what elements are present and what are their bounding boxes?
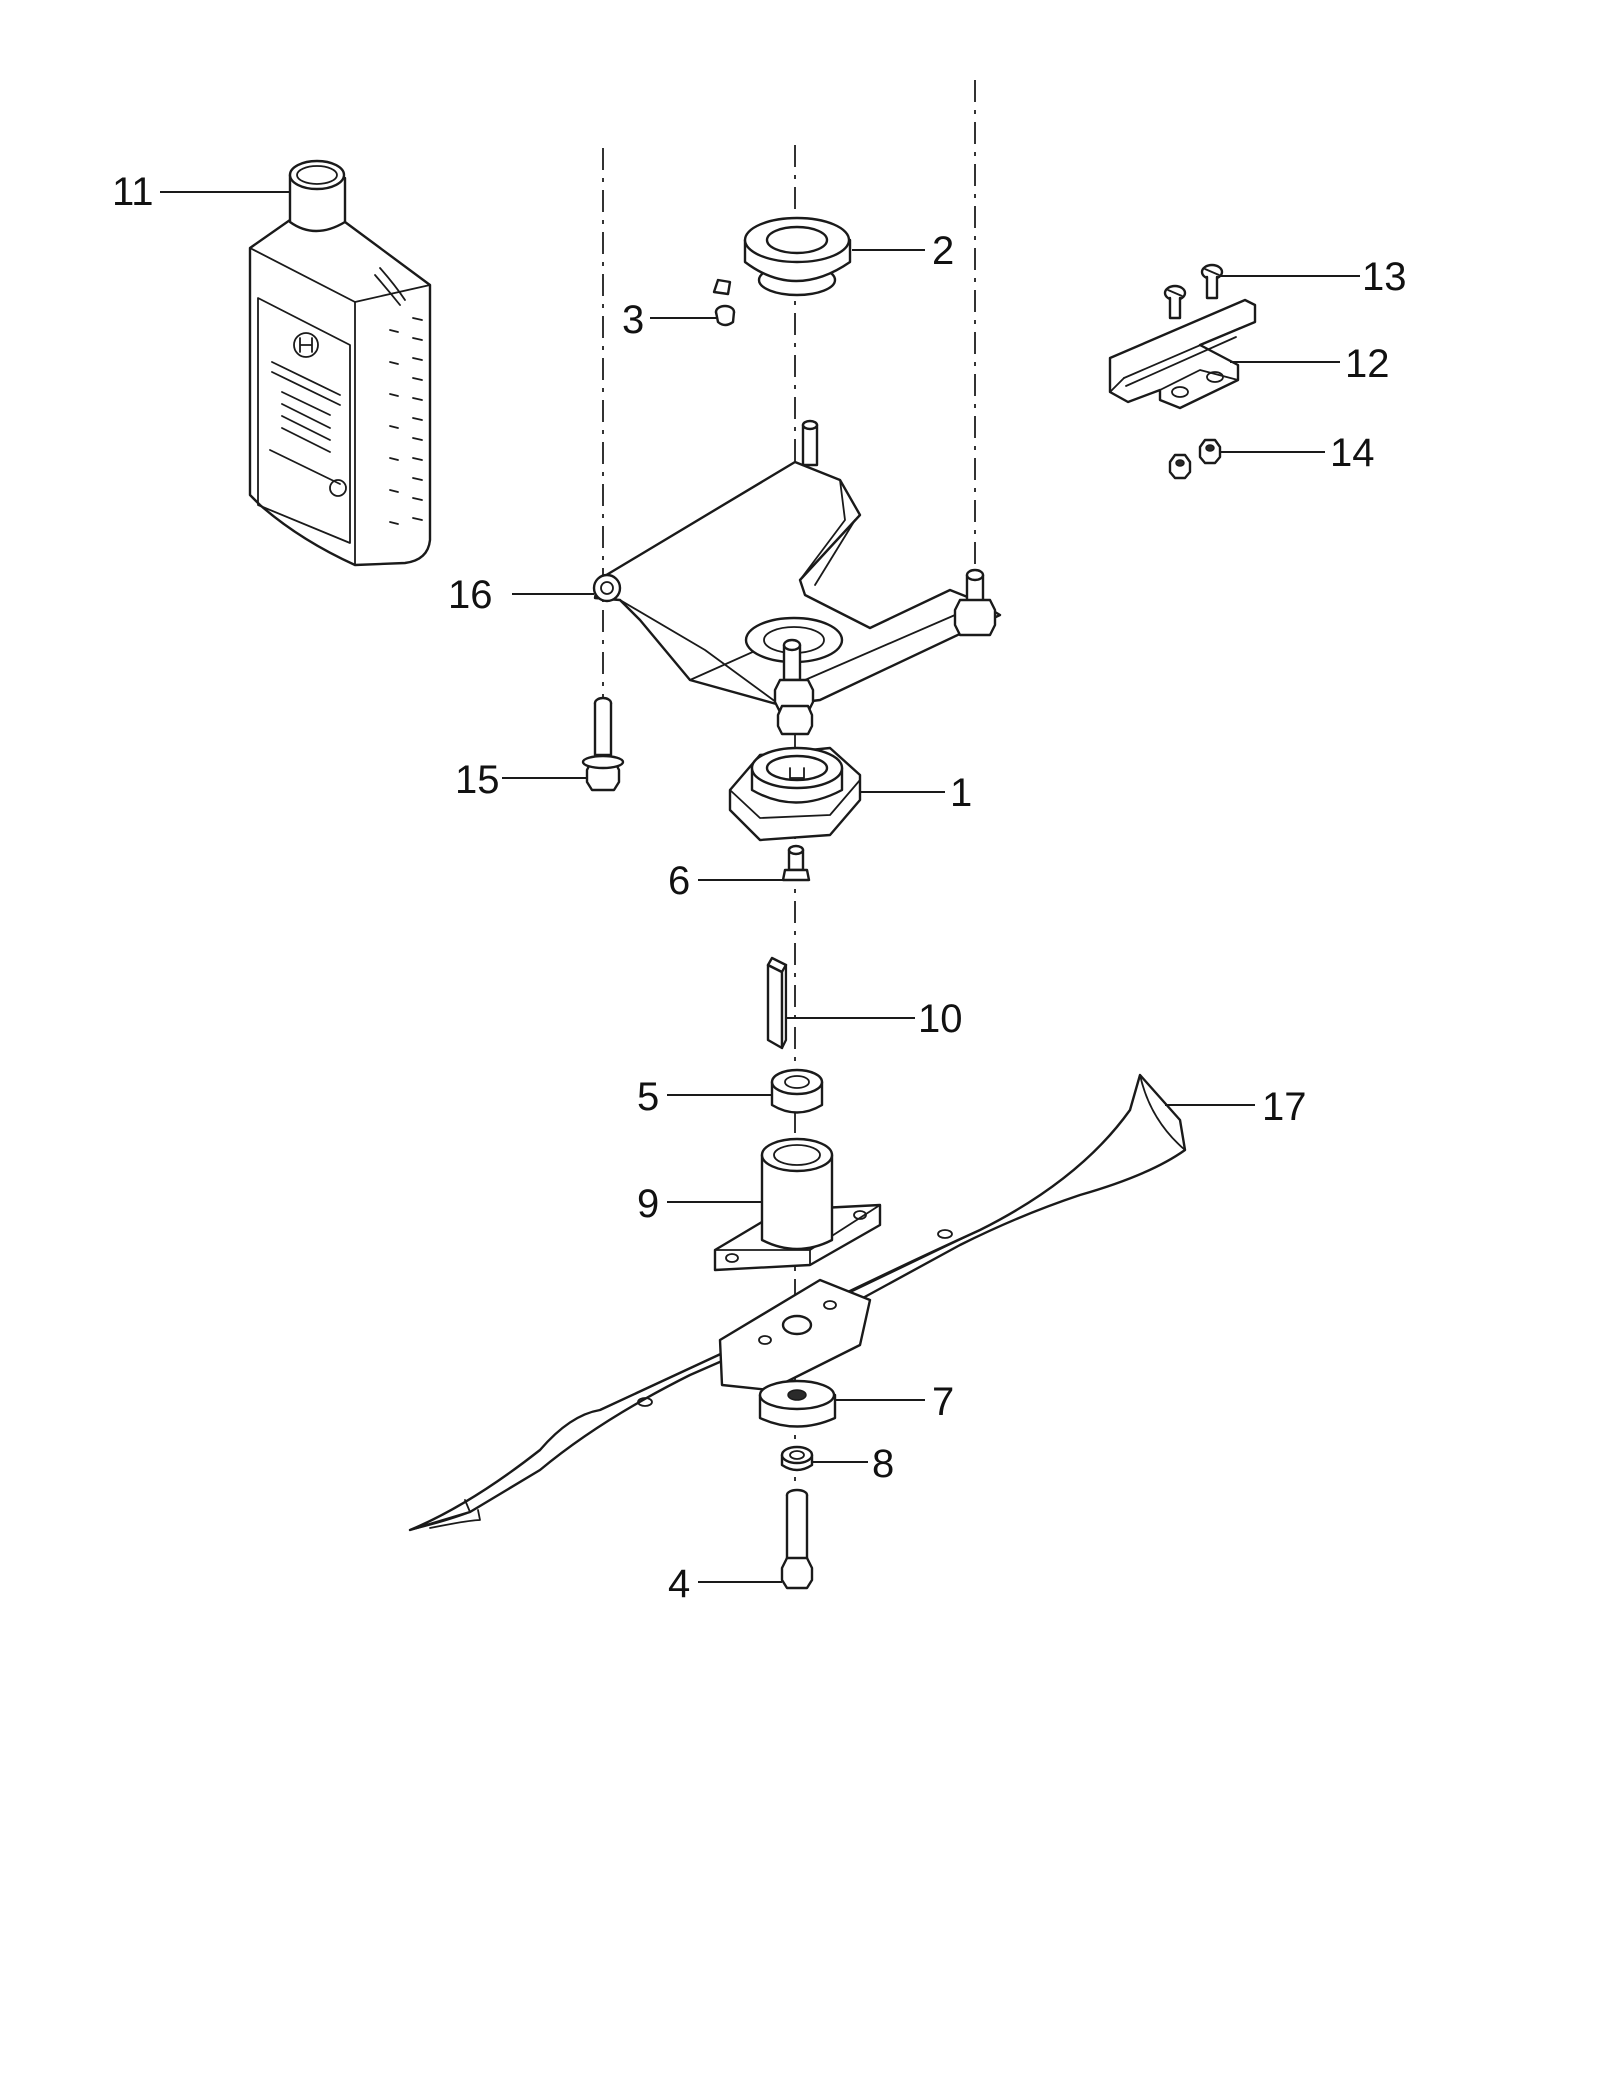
blade-adapter	[713, 1137, 882, 1272]
callout-11: 11	[112, 170, 154, 214]
callout-14: 14	[1330, 431, 1375, 475]
callout-2: 2	[932, 229, 954, 273]
callout-9: 9	[637, 1182, 659, 1226]
spacer	[770, 1068, 824, 1114]
callout-4: 4	[668, 1562, 690, 1606]
callout-17: 17	[1262, 1085, 1307, 1129]
bracket	[1108, 298, 1257, 410]
callout-8: 8	[872, 1442, 894, 1486]
callout-1: 1	[950, 771, 972, 815]
callout-12: 12	[1345, 342, 1390, 386]
callout-6: 6	[668, 859, 690, 903]
lock-washer	[780, 1445, 814, 1472]
bearing-housing	[728, 746, 862, 842]
callout-5: 5	[637, 1075, 659, 1119]
nuts	[1168, 438, 1222, 480]
blade-washer	[758, 1379, 837, 1428]
h-logo-icon	[293, 332, 319, 358]
key	[766, 956, 788, 1050]
callout-7: 7	[932, 1380, 954, 1424]
callout-10: 10	[918, 997, 963, 1041]
flange-bolt	[581, 696, 625, 792]
mower-blade	[408, 1073, 1187, 1532]
set-screws	[712, 278, 736, 327]
callout-15: 15	[455, 758, 500, 802]
blade-bolt	[780, 1488, 814, 1590]
pulley	[743, 216, 852, 297]
callout-13: 13	[1362, 255, 1407, 299]
spindle-pin	[781, 844, 811, 882]
callout-16: 16	[448, 573, 493, 617]
mounting-plate	[592, 419, 1002, 736]
callout-3: 3	[622, 298, 644, 342]
bracket-screws	[1163, 263, 1224, 320]
callout-labels: 11 2 13 3 12 14 16 15 1 6 10 5 17 9 7 8 …	[112, 170, 1407, 1606]
oil-bottle	[248, 159, 432, 567]
leader-lines	[160, 191, 1360, 1583]
